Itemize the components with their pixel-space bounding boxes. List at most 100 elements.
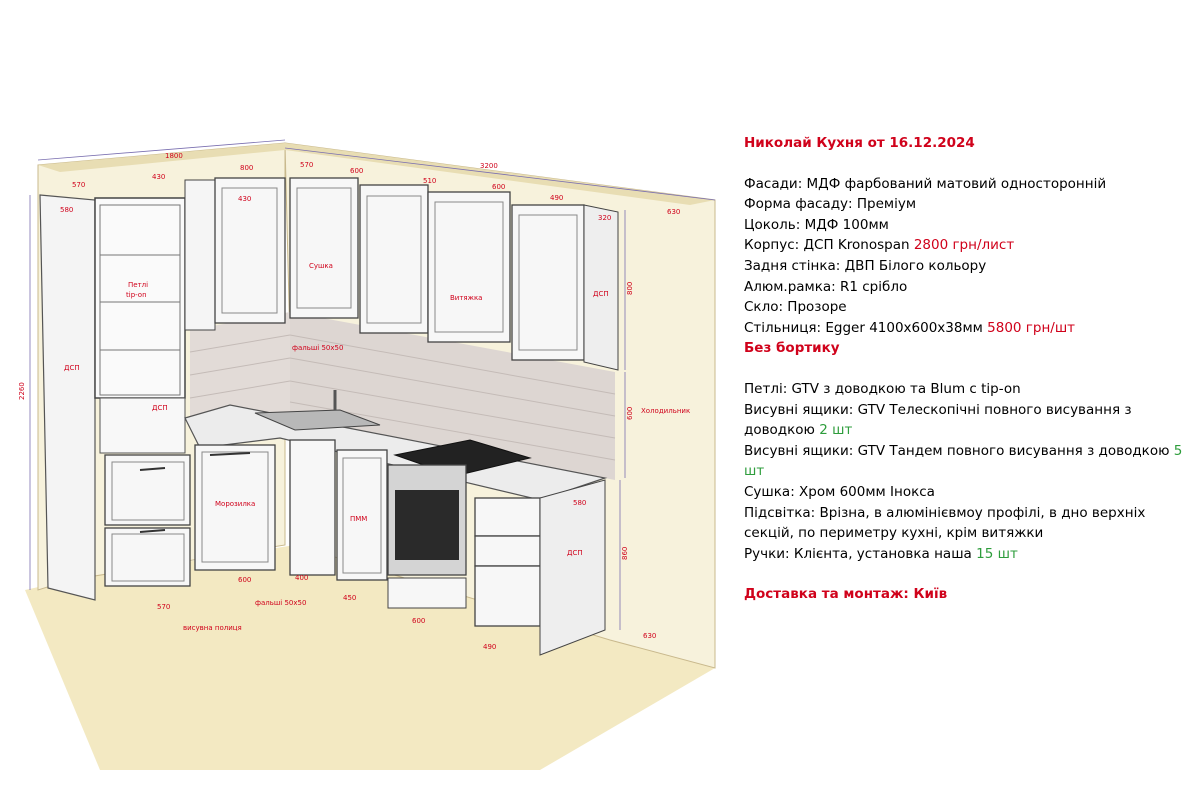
spec-line-text: Цоколь: МДФ 100мм: [744, 216, 889, 233]
spec-line-text: Алюм.рамка: R1 срібло: [744, 278, 908, 295]
right-end-panel: [539, 479, 606, 656]
spec-panel: Николай Кухня от 16.12.2024 Фасади: МДФ …: [744, 133, 1184, 605]
left-drawer-1: [104, 454, 191, 526]
hardware-line-text: Сушка: Хром 600мм Інокса: [744, 483, 935, 500]
hardware-line-1: Висувні ящики: GTV Телескопічні повного …: [744, 400, 1184, 441]
dim-510: 510: [423, 177, 436, 185]
ceiling-band: [38, 143, 715, 205]
spec-line-2: Цоколь: МДФ 100мм: [744, 215, 1184, 236]
hardware-line-text: Висувні ящики: GTV Тандем повного висува…: [744, 442, 1174, 459]
label-holodylnyk: Холодильник: [641, 407, 690, 415]
upper-left-cabinet-1: [184, 179, 216, 331]
dim-1800: 1800: [165, 152, 183, 160]
dimension-lines: [29, 139, 716, 630]
dim-320: 320: [598, 214, 611, 222]
spec-line-text: Фасади: МДФ фарбований матовий односторо…: [744, 175, 1107, 192]
spec-line-text: Задня стінка: ДВП Білого кольору: [744, 257, 987, 274]
kitchen-3d-svg: 1800 570 430 800 570 3200 600 510 600 49…: [18, 139, 716, 770]
upper-left-cabinet-2: [214, 177, 286, 324]
dim-630a: 630: [667, 208, 680, 216]
spec-line-0: Фасади: МДФ фарбований матовий односторо…: [744, 174, 1184, 195]
delivery: Доставка та монтаж: Київ: [744, 586, 948, 603]
spec-line-text: Форма фасаду: Преміум: [744, 196, 917, 213]
dim-570b: 570: [300, 161, 313, 169]
hardware-line-3: Сушка: Хром 600мм Інокса: [744, 482, 1184, 503]
right-drawer-2: [474, 535, 541, 567]
upper-sushka-cabinet: [289, 177, 359, 319]
dim-3200: 3200: [480, 162, 498, 170]
glass-cabinet: [94, 197, 186, 399]
spec-line-7: Стільниця: Egger 4100х600х38мм 5800 грн/…: [744, 318, 1184, 339]
backsplash-right: [290, 312, 615, 480]
tall-side-panel: [39, 194, 96, 601]
dim-800a: 800: [240, 164, 253, 172]
dishwasher-cabinet: [336, 449, 388, 581]
label-tipon: tip-on: [126, 291, 147, 299]
upper-cabinet-4: [511, 204, 585, 361]
dim-2260: 2260: [18, 382, 26, 400]
left-drawer-2: [104, 527, 191, 587]
hardware-line-text: Підсвітка: Врізна, в алюмінієвмоу профіл…: [744, 504, 1146, 542]
dim-580b: 580: [573, 499, 586, 507]
dim-800v: 800: [626, 282, 634, 295]
spec-line-5: Алюм.рамка: R1 срібло: [744, 277, 1184, 298]
dim-600v: 600: [626, 407, 634, 420]
right-drawer-1: [474, 497, 541, 537]
right-drawer-3: [474, 565, 541, 627]
open-niche: [99, 397, 186, 454]
dim-630b: 630: [643, 632, 656, 640]
floor: [25, 545, 715, 770]
spec-lines: Фасади: МДФ фарбований матовий односторо…: [744, 174, 1184, 339]
dim-860: 860: [621, 547, 629, 560]
spec-line-price: 5800 грн/шт: [987, 319, 1076, 336]
sink: [254, 409, 381, 431]
spec-line-4: Задня стінка: ДВП Білого кольору: [744, 256, 1184, 277]
hardware-line-4: Підсвітка: Врізна, в алюмінієвмоу профіл…: [744, 503, 1184, 544]
spec-line-1: Форма фасаду: Преміум: [744, 194, 1184, 215]
base-cabinet-1: [289, 439, 336, 576]
spec-line-text: Скло: Прозоре: [744, 299, 847, 316]
hardware-line-5: Ручки: Клієнта, установка наша 15 шт: [744, 544, 1184, 565]
upper-side-panel: [583, 204, 619, 371]
spec-line-6: Скло: Прозоре: [744, 297, 1184, 318]
dim-600c: 600: [238, 576, 251, 584]
label-dsp-tall: ДСП: [64, 364, 80, 372]
dim-600d: 600: [412, 617, 425, 625]
hardware-line-count: 15 шт: [976, 545, 1018, 562]
spec-line-text: Корпус: ДСП Kronospan: [744, 237, 914, 254]
label-petli: Петлі: [128, 281, 148, 289]
label-falshy-upper: фальші 50х50: [292, 344, 343, 352]
no-backsplash: Без бортику: [744, 340, 840, 357]
upper-hood-cabinet: [427, 191, 511, 343]
dim-400: 400: [295, 574, 308, 582]
label-vytyazhka: Витяжка: [450, 294, 482, 302]
hardware-line-text: Петлі: GTV з доводкою та Blum с tip-on: [744, 380, 1021, 397]
hardware-line-count: 2 шт: [819, 422, 853, 439]
hardware-line-text: Ручки: Клієнта, установка наша: [744, 545, 977, 562]
dim-490b: 490: [483, 643, 496, 651]
dim-490a: 490: [550, 194, 563, 202]
spec-line-price: 2800 грн/лист: [913, 237, 1015, 254]
backsplash-left: [190, 312, 290, 430]
label-morozylka: Морозилка: [215, 500, 255, 508]
label-polytsia: висувна полиця: [183, 624, 242, 632]
dim-570a: 570: [72, 181, 85, 189]
hardware-line-0: Петлі: GTV з доводкою та Blum с tip-on: [744, 379, 1184, 400]
label-sushka: Сушка: [309, 262, 333, 270]
hardware-line-text: Висувні ящики: GTV Телескопічні повного …: [744, 401, 1132, 439]
dim-580a: 580: [60, 206, 73, 214]
dim-450: 450: [343, 594, 356, 602]
dim-430a: 430: [152, 173, 165, 181]
hardware-line-2: Висувні ящики: GTV Тандем повного висува…: [744, 441, 1184, 482]
dim-430b: 430: [238, 195, 251, 203]
dim-570c: 570: [157, 603, 170, 611]
label-dsp-niche: ДСП: [152, 404, 168, 412]
project-title: Николай Кухня от 16.12.2024: [744, 135, 975, 151]
upper-cabinet-2: [359, 184, 429, 334]
label-dsp-upper: ДСП: [593, 290, 609, 298]
dim-600a: 600: [350, 167, 363, 175]
hardware-line-count: 5 шт: [744, 442, 1183, 480]
spec-line-3: Корпус: ДСП Kronospan 2800 грн/лист: [744, 235, 1184, 256]
